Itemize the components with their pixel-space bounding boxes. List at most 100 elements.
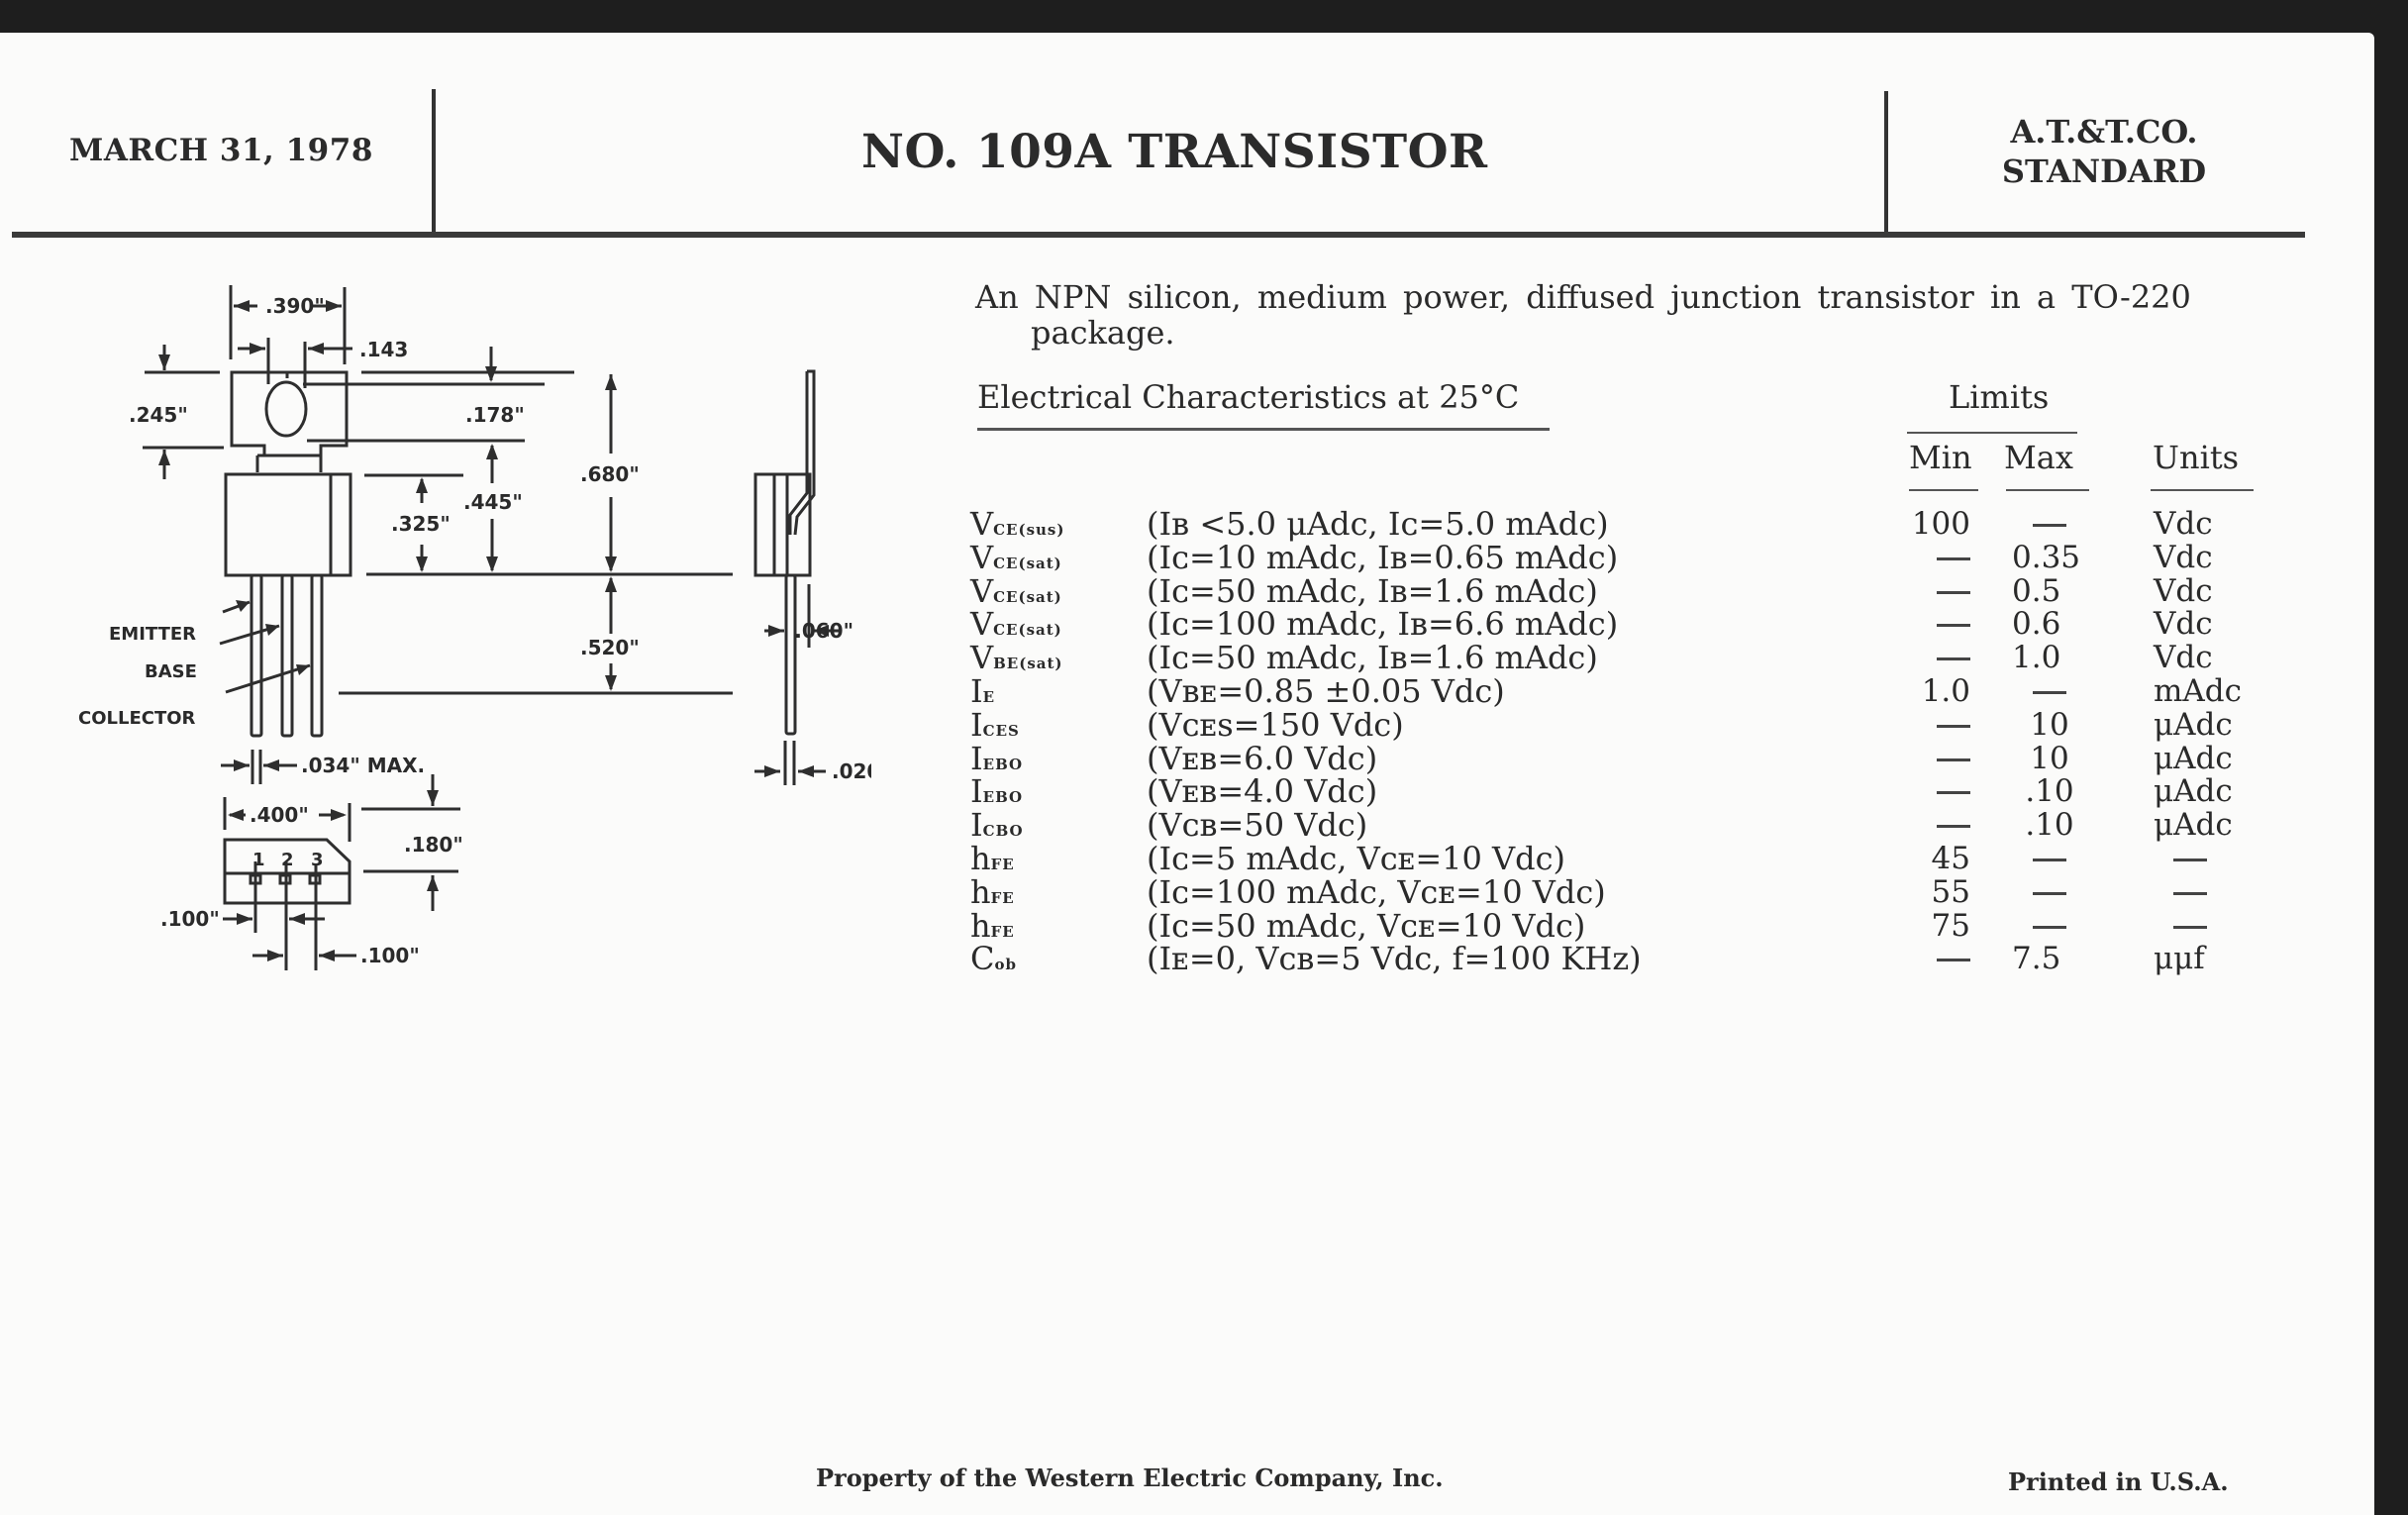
max-value — [1990, 507, 2109, 541]
lead-collector — [310, 573, 324, 738]
symbol-base: V — [970, 639, 994, 677]
section-title-underline — [977, 428, 1550, 431]
table-row: hFE(Iᴄ=5 mAdc, Vᴄᴇ=10 Vdc)45 — [0, 842, 2374, 875]
symbol-base: I — [970, 672, 983, 710]
min-value: 1.0 — [1921, 673, 1970, 709]
dash-mark — [1937, 590, 1970, 594]
dim-060-label: .060" — [794, 619, 853, 643]
min-value — [1881, 541, 1970, 574]
test-condition: (Iᴄ=50 mAdc, Iʙ=1.6 mAdc) — [1147, 571, 1598, 610]
symbol-subscript: ob — [994, 956, 1017, 974]
max-value: 0.6 — [2012, 606, 2061, 643]
unit-value: μμf — [2154, 941, 2205, 977]
test-condition: (Iᴄ=100 mAdc, Iʙ=6.6 mAdc) — [1147, 605, 1619, 644]
package-outline-diagram: .390" .143 .245" .178" .325" .445" .680"… — [78, 285, 871, 970]
dash-mark — [2033, 858, 2066, 861]
mounting-hole — [264, 380, 308, 438]
dash-mark — [2173, 858, 2207, 861]
symbol-subscript: EBO — [982, 755, 1024, 773]
dim-100a-label: .100" — [160, 907, 220, 931]
symbol-base: I — [970, 772, 983, 811]
test-condition: (Iᴇ=0, Vᴄʙ=5 Vdc, f=100 KHz) — [1147, 940, 1642, 978]
unit-value: μAdc — [2154, 807, 2233, 844]
test-condition: (Iᴄ=10 mAdc, Iʙ=0.65 mAdc) — [1147, 538, 1619, 576]
dim-178-label: .178" — [465, 403, 525, 427]
parameter-symbol: ICBO — [970, 808, 1024, 848]
section-title: Electrical Characteristics at 25°C — [977, 378, 1520, 416]
test-condition: (Iᴄ=50 mAdc, Vᴄᴇ=10 Vdc) — [1147, 906, 1586, 945]
max-value: 0.35 — [2012, 539, 2081, 575]
header-rule — [12, 232, 2305, 238]
unit-value: Vdc — [2154, 506, 2213, 542]
units-header: Units — [2153, 439, 2240, 476]
limits-header: Limits — [1949, 378, 2050, 416]
max-header: Max — [2004, 439, 2073, 476]
parameter-symbol: VBE(sat) — [970, 641, 1063, 680]
test-condition: (Vʙᴇ=0.85 ±0.05 Vdc) — [1147, 672, 1505, 710]
side-view-tab — [788, 369, 816, 536]
standard-line-1: A.T.&T.CO. — [2010, 113, 2198, 151]
test-condition: (Vᴇʙ=6.0 Vdc) — [1147, 739, 1378, 777]
dim-180-label: .180" — [404, 833, 463, 857]
dim-245-label: .245" — [129, 403, 188, 427]
table-row: hFE(Iᴄ=50 mAdc, Vᴄᴇ=10 Vdc)75 — [0, 909, 2374, 943]
symbol-base: V — [970, 571, 994, 610]
dim-520-label: .520" — [580, 636, 640, 659]
max-value: 10 — [2030, 740, 2069, 776]
symbol-subscript: CE(sat) — [993, 587, 1062, 606]
test-condition: (Iʙ <5.0 μAdc, Iᴄ=5.0 mAdc) — [1147, 505, 1609, 543]
pin-3-label: 3 — [311, 850, 324, 870]
mounting-tab — [230, 370, 349, 457]
test-condition: (Iᴄ=100 mAdc, Vᴄᴇ=10 Vdc) — [1147, 872, 1606, 911]
symbol-base: C — [970, 940, 995, 978]
symbol-base: I — [970, 739, 983, 777]
min-value — [1881, 742, 1970, 775]
dash-mark — [1937, 791, 1970, 795]
document-title: NO. 109A TRANSISTOR — [861, 125, 1488, 179]
max-value — [1990, 842, 2109, 875]
symbol-subscript: CE(sat) — [993, 621, 1062, 640]
parameter-symbol: IEBO — [970, 742, 1023, 781]
dim-445-label: .445" — [463, 490, 523, 514]
max-value: 7.5 — [2012, 941, 2061, 977]
table-row: hFE(Iᴄ=100 mAdc, Vᴄᴇ=10 Vdc)55 — [0, 875, 2374, 909]
dash-mark — [1937, 724, 1970, 728]
parameter-symbol: IE — [970, 674, 995, 714]
min-value: 100 — [1911, 506, 1970, 542]
parameter-symbol: hFE — [970, 875, 1015, 915]
max-value: 1.0 — [2012, 640, 2061, 676]
unit-value: μAdc — [2154, 740, 2233, 776]
dash-mark — [1937, 825, 1970, 829]
symbol-subscript: FE — [990, 888, 1015, 907]
max-value: 10 — [2030, 706, 2069, 743]
parameter-symbol: VCE(sat) — [970, 574, 1062, 614]
units-underline — [2151, 489, 2254, 491]
description-line-2: package. — [1031, 314, 1175, 352]
table-row: IEBO (Vᴇʙ=6.0 Vdc) 10 μAdc — [0, 742, 2374, 775]
dash-mark — [2033, 524, 2066, 527]
test-condition: (Vᴄᴇs=150 Vdc) — [1147, 705, 1404, 744]
label-collector: COLLECTOR — [78, 708, 196, 729]
dim-325-label: .325" — [391, 512, 451, 536]
pin-1-label: 1 — [252, 850, 265, 870]
symbol-subscript: EBO — [982, 788, 1024, 807]
header-divider-left — [432, 89, 436, 234]
dash-mark — [1937, 758, 1970, 761]
property-notice: Property of the Western Electric Company… — [816, 1464, 1444, 1492]
symbol-subscript: CES — [982, 721, 1020, 740]
dash-mark — [1937, 657, 1970, 661]
min-value: 75 — [1931, 907, 1970, 944]
symbol-subscript: E — [982, 688, 996, 706]
test-condition: (Vᴄʙ=50 Vdc) — [1147, 806, 1368, 845]
parameter-symbol: hFE — [970, 909, 1015, 949]
label-base: BASE — [145, 661, 197, 682]
unit-value: Vdc — [2154, 606, 2213, 643]
limits-underline — [1907, 432, 2077, 434]
dash-mark — [2033, 925, 2066, 929]
dash-mark — [1937, 556, 1970, 560]
symbol-subscript: CE(sus) — [993, 521, 1065, 539]
